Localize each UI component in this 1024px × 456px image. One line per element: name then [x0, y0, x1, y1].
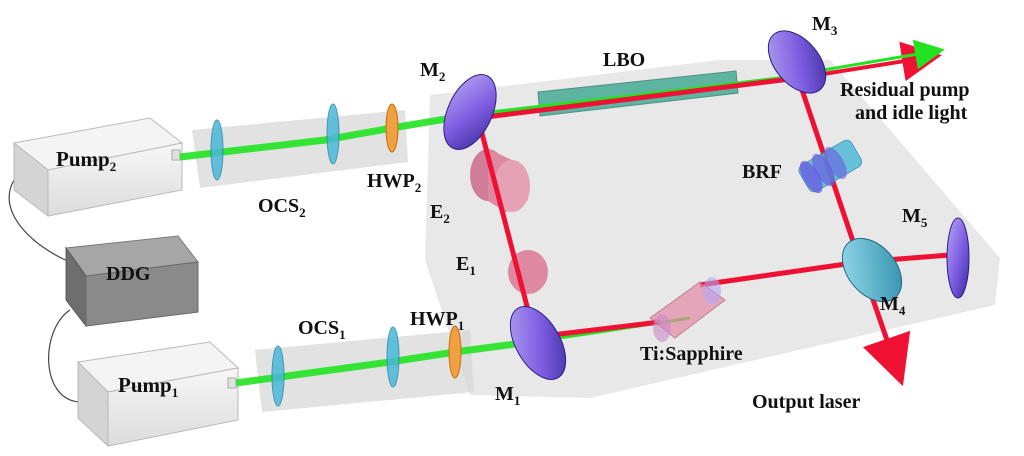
cavity-beam-m2-m3	[477, 75, 799, 121]
cable-ddg-pump1	[48, 309, 81, 403]
ocs2-label: OCS2	[258, 195, 306, 220]
lbo-label: LBO	[603, 49, 645, 71]
pump1-box	[76, 341, 240, 448]
brf-filter	[798, 139, 863, 194]
ti-sapphire-crystal	[649, 277, 726, 342]
ocs2-lens-a	[210, 119, 224, 181]
cable-pump2-ddg	[8, 179, 71, 263]
etalon-e1	[508, 250, 548, 294]
hwp1-label: HWP1	[410, 308, 464, 333]
mirror-m2	[443, 74, 497, 150]
m1-label: M1	[495, 383, 520, 408]
e2-label: E2	[430, 201, 450, 226]
hwp1-plate	[448, 325, 462, 379]
output-laser-label: Output laser	[752, 391, 860, 413]
ocs1-label: OCS1	[298, 317, 346, 342]
cavity-bench	[425, 60, 1000, 398]
cavity-beam-crystal-m4	[699, 259, 861, 288]
cavity-beam-m2-m1	[475, 117, 538, 338]
m4-label: M4	[880, 293, 906, 318]
ocs2-bench	[192, 110, 408, 188]
pump1-beam	[235, 336, 546, 387]
pump2-beam	[179, 111, 471, 161]
hwp2-label: HWP2	[367, 170, 421, 195]
m5-label: M5	[902, 205, 928, 230]
m3-label: M3	[812, 13, 838, 38]
hwp2-plate	[385, 103, 399, 153]
pump2-box	[12, 117, 184, 218]
brf-label: BRF	[742, 161, 782, 183]
ddg-label: DDG	[106, 263, 151, 285]
pump1-label: Pump1	[118, 373, 178, 400]
pump2-label: Pump2	[56, 147, 116, 174]
mirror-m5	[946, 217, 970, 299]
ocs2-lens-b	[326, 103, 340, 165]
ti-sapphire-label: Ti:Sapphire	[640, 343, 743, 365]
residual-label-line2: and idle light	[855, 102, 968, 124]
ddg-box	[65, 235, 199, 328]
mirror-m4	[841, 237, 903, 303]
mirror-m3	[767, 30, 827, 94]
ocs1-lens-b	[386, 326, 400, 388]
ocs1-bench	[255, 330, 474, 412]
residual-label-line1: Residual pump	[840, 79, 970, 101]
m2-label: M2	[420, 59, 445, 84]
ocs1-lens-a	[271, 345, 285, 407]
mirror-m1	[509, 306, 567, 380]
e1-label: E1	[456, 253, 476, 278]
